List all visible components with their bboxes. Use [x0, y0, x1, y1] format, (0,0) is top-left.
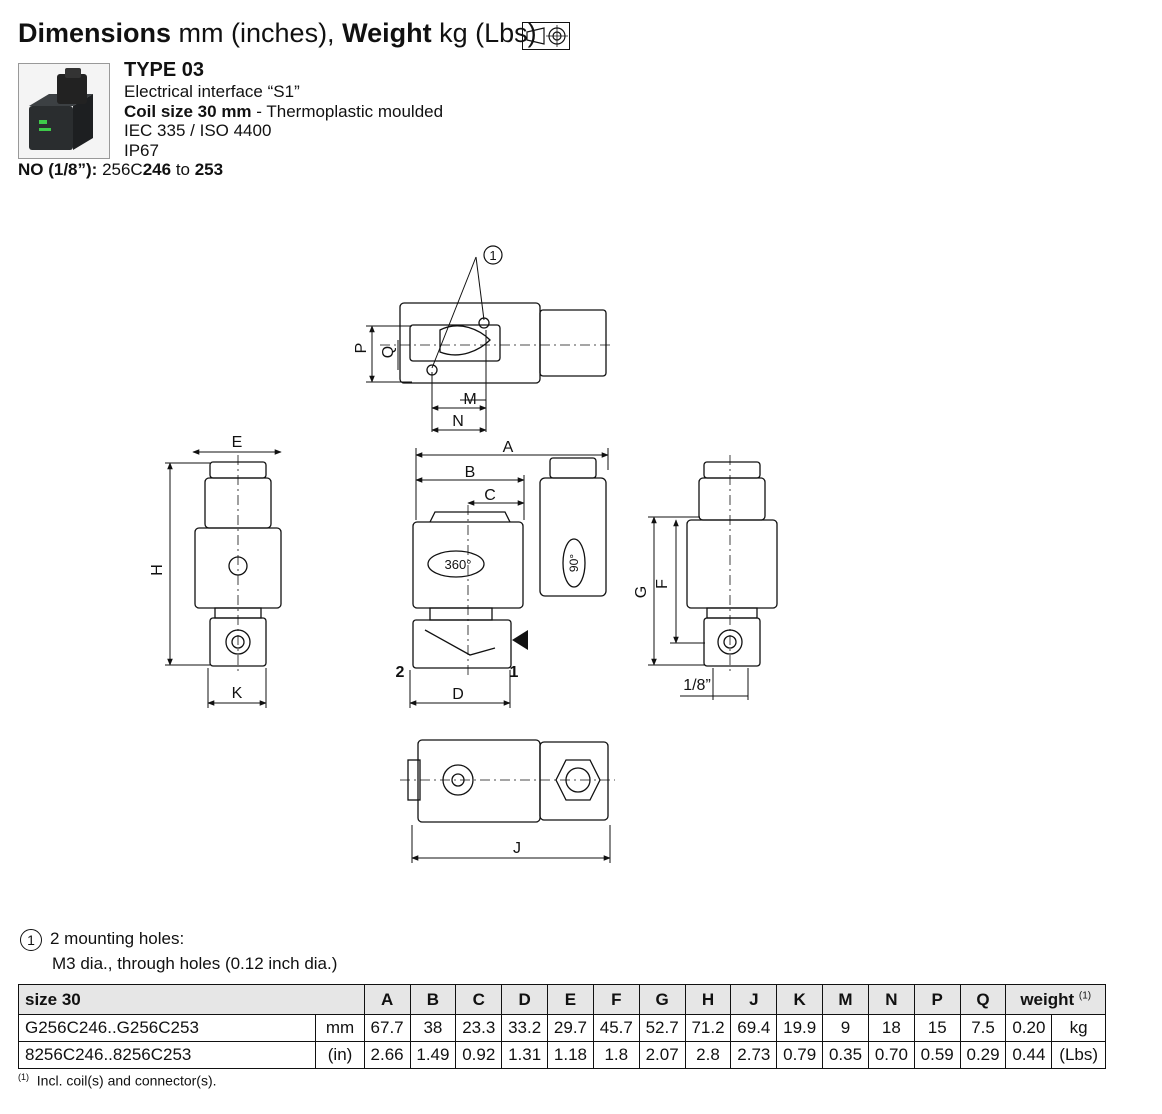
- note-line-2: M3 dia., through holes (0.12 inch dia.): [52, 954, 338, 973]
- column-header-Q: Q: [959, 984, 1007, 1015]
- column-header-K: K: [776, 984, 824, 1015]
- column-header-G: G: [638, 984, 686, 1015]
- label-P: P: [353, 343, 370, 354]
- unit-cell: (in): [315, 1041, 365, 1069]
- rotation-360-label: 360°: [445, 557, 472, 572]
- value-P: 0.59: [913, 1041, 961, 1069]
- label-J: J: [513, 840, 521, 857]
- value-J: 69.4: [730, 1014, 778, 1042]
- label-B: B: [465, 464, 476, 481]
- note-line-1: 2 mounting holes:: [50, 929, 185, 948]
- label-G: G: [633, 586, 650, 598]
- label-Q: Q: [380, 346, 397, 358]
- value-C: 23.3: [455, 1014, 503, 1042]
- column-header-J: J: [730, 984, 778, 1015]
- left-view: [194, 455, 282, 675]
- product-info: TYPE 03 Electrical interface “S1” Coil s…: [124, 58, 443, 160]
- right-view: [686, 455, 778, 675]
- solenoid-coil-photo: [18, 63, 110, 159]
- value-B: 1.49: [409, 1041, 457, 1069]
- weight-value: 0.44: [1005, 1041, 1053, 1069]
- label-C: C: [484, 487, 496, 504]
- value-K: 19.9: [776, 1014, 824, 1042]
- protection-rating: IP67: [124, 140, 159, 160]
- footnote: (1) Incl. coil(s) and connector(s).: [18, 1072, 217, 1089]
- label-E: E: [232, 434, 243, 451]
- rotation-90-label: 90°: [567, 554, 581, 572]
- column-header-P: P: [913, 984, 961, 1015]
- weight-header: weight (1): [1005, 984, 1106, 1015]
- value-D: 1.31: [501, 1041, 549, 1069]
- label-A: A: [503, 439, 514, 456]
- bottom-view: [400, 739, 615, 823]
- value-G: 2.07: [638, 1041, 686, 1069]
- value-M: 0.35: [822, 1041, 869, 1069]
- value-A: 2.66: [363, 1041, 411, 1069]
- mounting-hole-marker: 1: [489, 248, 496, 263]
- model-range: NO (1/8”): 256C246 to 253: [18, 160, 224, 179]
- coil-description: Coil size 30 mm - Thermoplastic moulded: [124, 101, 444, 121]
- value-J: 2.73: [730, 1041, 778, 1069]
- port-1-label: 1: [510, 664, 519, 681]
- column-header-N: N: [867, 984, 915, 1015]
- value-C: 0.92: [455, 1041, 503, 1069]
- column-header-M: M: [822, 984, 869, 1015]
- note-marker: 1: [20, 928, 42, 951]
- mounting-note: 1 2 mounting holes: M3 dia., through hole…: [20, 926, 337, 976]
- column-header-B: B: [409, 984, 457, 1015]
- first-angle-projection-icon: [522, 22, 570, 50]
- front-view: [412, 457, 607, 675]
- column-header-H: H: [684, 984, 732, 1015]
- model-code: 8256C246..8256C253: [17, 1041, 317, 1069]
- value-H: 2.8: [684, 1041, 732, 1069]
- label-H: H: [149, 564, 166, 576]
- value-H: 71.2: [684, 1014, 732, 1042]
- port-2-label: 2: [396, 664, 405, 681]
- value-F: 45.7: [592, 1014, 640, 1042]
- label-F: F: [654, 579, 671, 589]
- technical-drawing: 1 A B C D E F G H J K M N P Q 360° 90° 1…: [149, 245, 778, 863]
- label-K: K: [232, 685, 243, 702]
- weight-value: 0.20: [1005, 1014, 1053, 1042]
- value-K: 0.79: [776, 1041, 824, 1069]
- label-M: M: [463, 391, 476, 408]
- column-header-E: E: [547, 984, 594, 1015]
- value-N: 18: [867, 1014, 915, 1042]
- value-D: 33.2: [501, 1014, 549, 1042]
- value-G: 52.7: [638, 1014, 686, 1042]
- value-Q: 0.29: [959, 1041, 1007, 1069]
- weight-unit: (Lbs): [1051, 1041, 1106, 1069]
- value-E: 29.7: [547, 1014, 594, 1042]
- standard: IEC 335 / ISO 4400: [124, 121, 272, 140]
- weight-unit: kg: [1051, 1014, 1106, 1042]
- column-header-C: C: [455, 984, 503, 1015]
- thread-label: 1/8”: [683, 677, 711, 694]
- column-header-F: F: [592, 984, 640, 1015]
- electrical-interface: Electrical interface “S1”: [124, 82, 300, 101]
- value-Q: 7.5: [959, 1014, 1007, 1042]
- page-title: Dimensions mm (inches), Weight kg (Lbs): [18, 18, 537, 48]
- value-E: 1.18: [547, 1041, 594, 1069]
- label-D: D: [452, 686, 464, 703]
- value-M: 9: [822, 1014, 869, 1042]
- dimension-lines: [165, 256, 749, 863]
- value-N: 0.70: [867, 1041, 915, 1069]
- column-header-D: D: [501, 984, 549, 1015]
- value-F: 1.8: [592, 1041, 640, 1069]
- top-view: [380, 302, 612, 384]
- model-code: G256C246..G256C253: [17, 1014, 317, 1042]
- size-header: size 30: [18, 984, 365, 1015]
- value-P: 15: [913, 1014, 961, 1042]
- column-header-A: A: [363, 984, 411, 1015]
- value-B: 38: [409, 1014, 457, 1042]
- unit-cell: mm: [315, 1014, 365, 1042]
- type-heading: TYPE 03: [124, 59, 205, 81]
- label-N: N: [452, 413, 464, 430]
- value-A: 67.7: [363, 1014, 411, 1042]
